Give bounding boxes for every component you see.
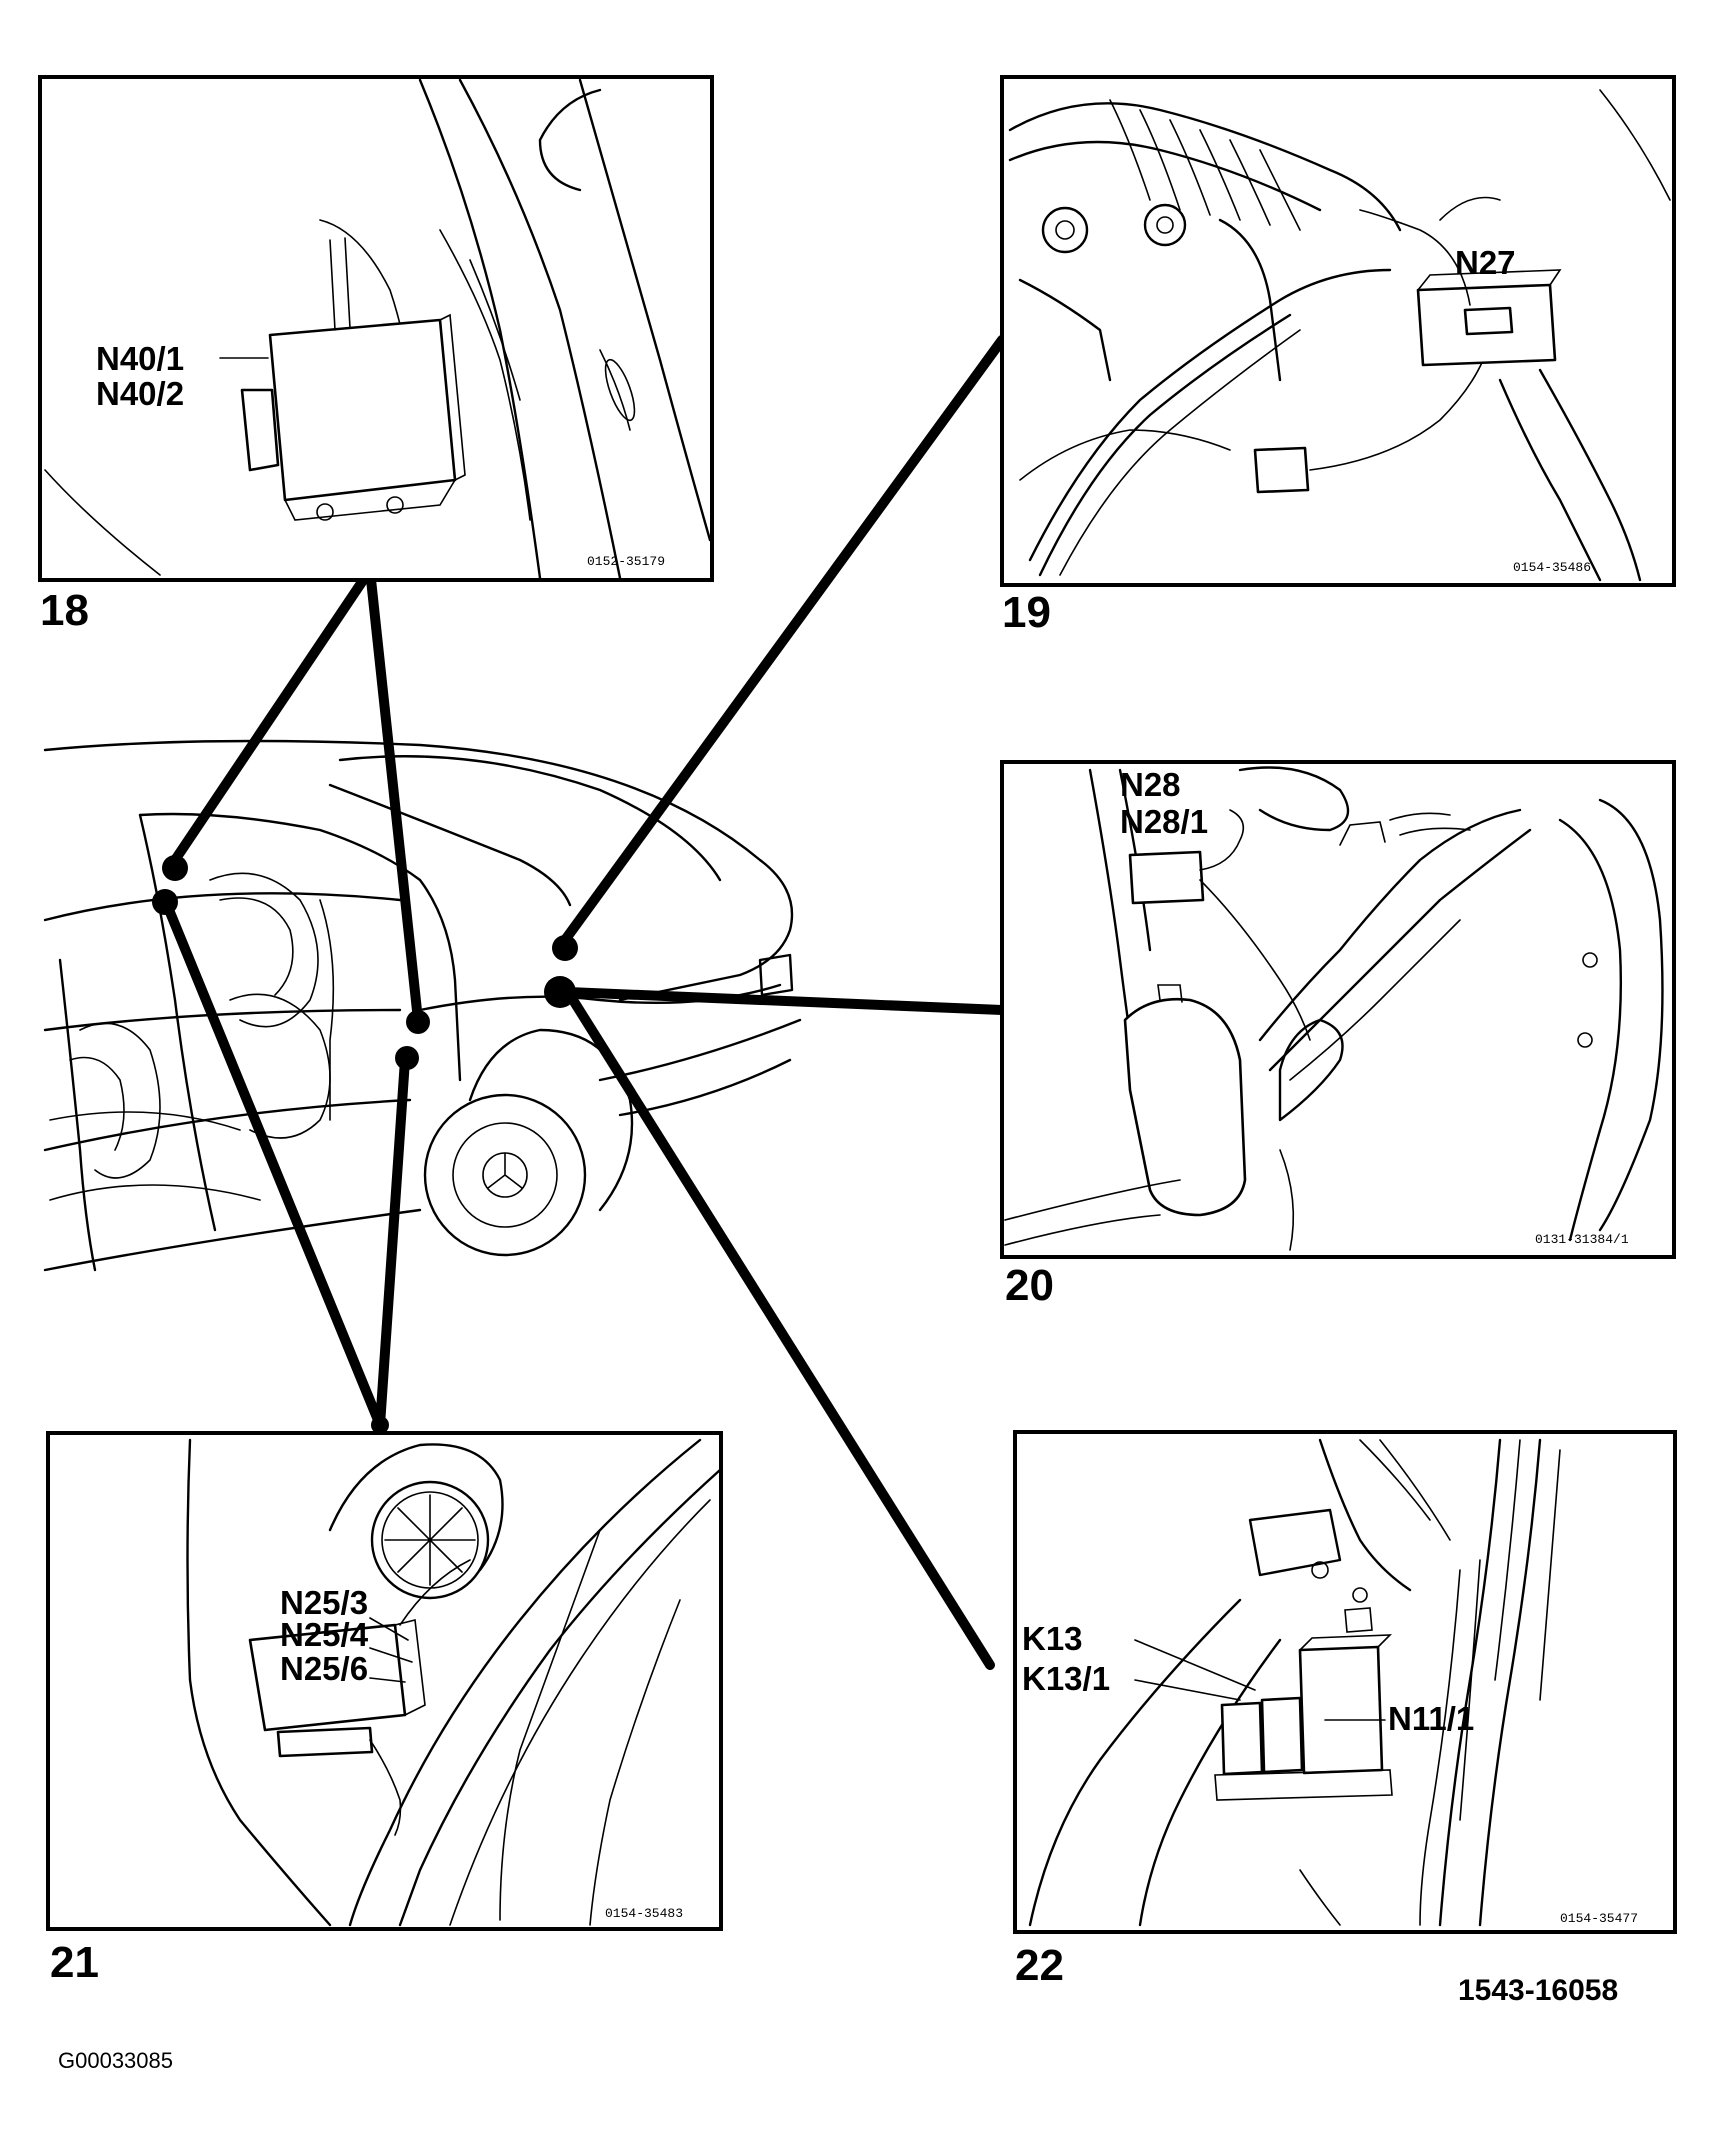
car-illustration [43,739,802,1272]
figure-code-19: 0154-35486 [1513,560,1591,575]
figure-code-18: 0152-35179 [587,554,665,569]
figure-number-18: 18 [40,586,89,635]
label-N28: N28 [1120,766,1181,803]
figure-code-22: 0154-35477 [1560,1911,1638,1926]
figure-code-20: 0131-31384/1 [1535,1232,1629,1247]
label-K13-1: K13/1 [1022,1660,1110,1697]
figure-number-22: 22 [1015,1941,1064,1990]
figure-number-20: 20 [1005,1261,1054,1310]
label-N25-3: N25/3 [280,1584,368,1621]
diagram-reference: 1543-16058 [1458,1974,1618,2007]
figure-20: N28 N28/1 0131-31384/1 20 [1000,760,1676,1310]
label-N25-4: N25/4 [280,1616,369,1653]
figure-19: N27 0154-35486 19 [1000,75,1676,637]
label-N27: N27 [1455,244,1516,281]
figure-number-21: 21 [50,1938,99,1987]
label-N28-1: N28/1 [1120,803,1208,840]
image-code: G00033085 [58,2048,173,2073]
label-N11-1: N11/1 [1388,1700,1474,1737]
figure-21: N25/3 N25/4 N25/6 0154-35483 21 [46,1431,723,1987]
figure-22: K13 K13/1 N11/1 0154-35477 22 [1013,1430,1677,1990]
figure-18: N40/1 N40/2 0152-35179 18 [38,75,714,635]
label-N40-2: N40/2 [96,375,184,412]
figure-number-19: 19 [1002,588,1051,637]
label-N40-1: N40/1 [96,340,184,377]
label-K13: K13 [1022,1620,1083,1657]
label-N25-6: N25/6 [280,1650,368,1687]
figure-code-21: 0154-35483 [605,1906,683,1921]
